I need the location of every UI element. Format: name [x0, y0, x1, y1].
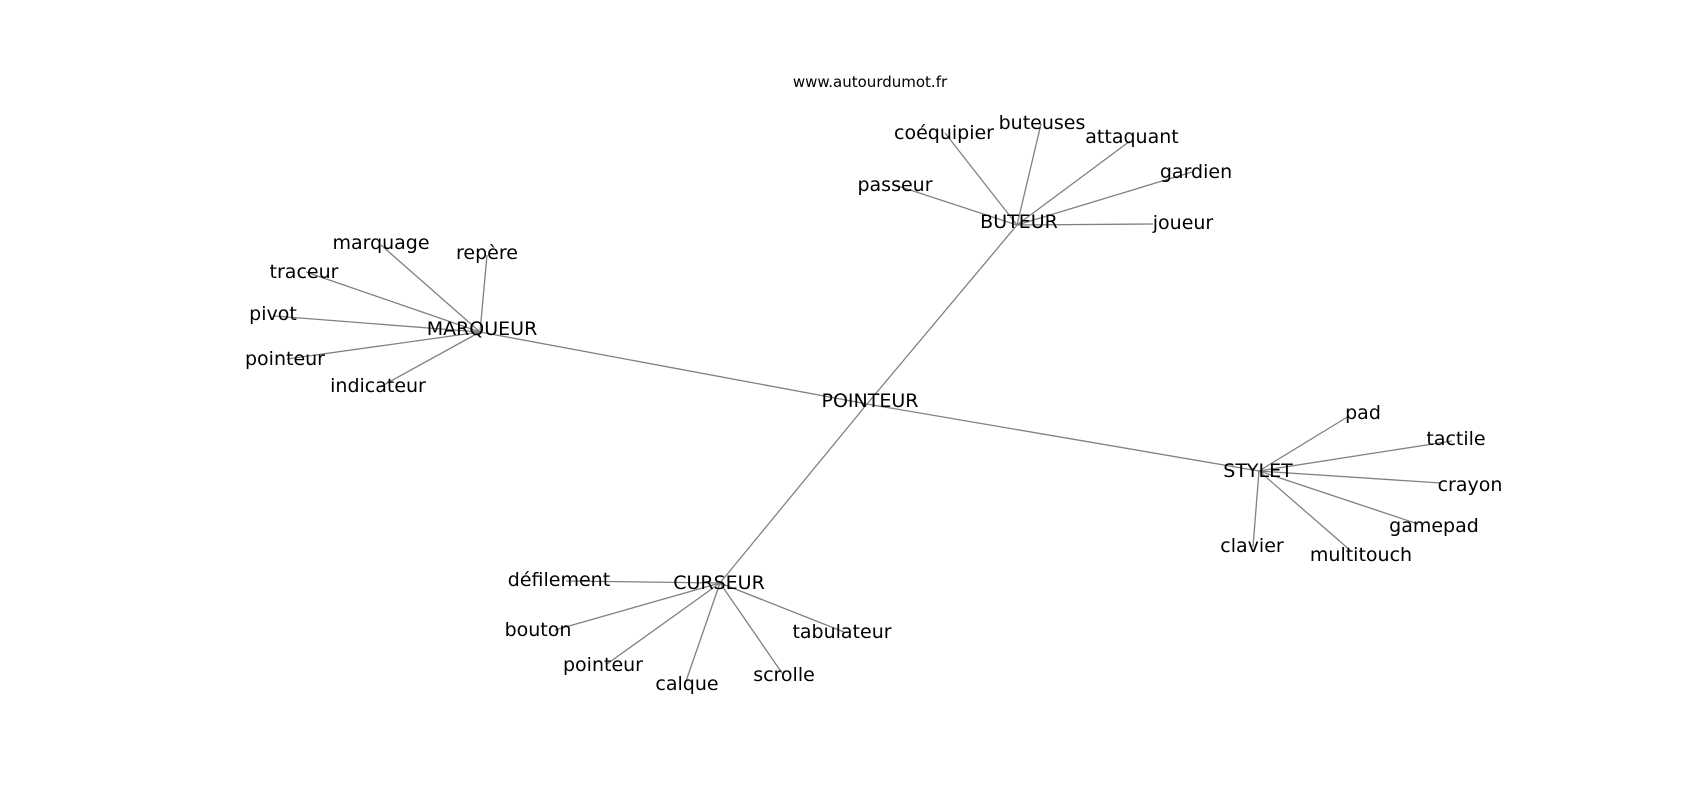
center-node: POINTEUR	[822, 390, 919, 412]
buteur-leaf-label: attaquant	[1085, 126, 1178, 148]
edge-buteur-leaf	[1016, 123, 1042, 226]
stylet-leaf-label: pad	[1345, 402, 1381, 424]
edge-curseur-leaf	[684, 582, 721, 685]
edge-center-buteur	[866, 224, 1018, 405]
buteur-hub-label: BUTEUR	[980, 211, 1058, 233]
marqueur-leaf-label: repère	[456, 242, 518, 264]
buteur-leaf-label: passeur	[857, 174, 932, 196]
edge-stylet-leaf	[1258, 440, 1453, 472]
graph-edges	[273, 123, 1453, 685]
edge-marqueur-leaf	[479, 254, 488, 333]
stylet-leaf-label: multitouch	[1310, 544, 1412, 566]
stylet-leaf-label: clavier	[1220, 535, 1284, 557]
edge-stylet-leaf	[1258, 470, 1442, 484]
stylet-leaf-label: gamepad	[1389, 515, 1479, 537]
edge-buteur-leaf	[1016, 223, 1154, 226]
edge-buteur-leaf	[894, 184, 1018, 226]
edge-buteur-leaf	[1016, 171, 1193, 226]
curseur-hub-label: CURSEUR	[673, 572, 765, 594]
edge-center-curseur	[719, 403, 868, 584]
curseur-leaf-label: défilement	[508, 569, 610, 591]
edge-marqueur-leaf	[286, 331, 481, 360]
edge-buteur-leaf	[944, 132, 1018, 226]
edge-center-stylet	[866, 403, 1260, 472]
edge-curseur-leaf	[565, 580, 721, 584]
edge-curseur-leaf	[554, 582, 721, 631]
edge-curseur-leaf	[719, 582, 845, 633]
edge-buteur-leaf	[1016, 140, 1131, 226]
edge-marqueur-leaf	[379, 331, 481, 388]
curseur-leaf-label: calque	[655, 673, 718, 695]
edge-stylet-leaf	[1258, 470, 1419, 525]
stylet-leaf-label: crayon	[1438, 474, 1503, 496]
edge-stylet-leaf	[1258, 415, 1350, 472]
edge-marqueur-leaf	[273, 315, 481, 333]
marqueur-leaf-label: marquage	[332, 232, 429, 254]
curseur-leaf-label: tabulateur	[792, 621, 891, 643]
buteur-leaf-label: buteuses	[999, 112, 1086, 134]
stylet-hub-label: STYLET	[1223, 460, 1293, 482]
edge-marqueur-leaf	[380, 244, 481, 333]
edge-curseur-leaf	[719, 582, 783, 674]
graph-labels: www.autourdumot.fr POINTEUR passeur coéqu…	[245, 73, 1502, 695]
marqueur-leaf-label: pivot	[249, 303, 297, 325]
source-watermark: www.autourdumot.fr	[793, 73, 948, 91]
marqueur-leaf-label: pointeur	[245, 348, 325, 370]
buteur-leaf-label: gardien	[1160, 161, 1232, 183]
marqueur-leaf-label: indicateur	[330, 375, 426, 397]
curseur-leaf-label: bouton	[505, 619, 572, 641]
edge-marqueur-leaf	[305, 271, 481, 333]
edge-stylet-leaf	[1258, 470, 1352, 552]
stylet-leaf-label: tactile	[1426, 428, 1485, 450]
curseur-leaf-label: pointeur	[563, 654, 643, 676]
edge-center-marqueur	[479, 331, 868, 405]
marqueur-leaf-label: traceur	[270, 261, 339, 283]
edge-stylet-leaf	[1252, 470, 1260, 548]
marqueur-hub-label: MARQUEUR	[427, 318, 538, 340]
edge-curseur-leaf	[606, 582, 721, 665]
buteur-leaf-label: coéquipier	[894, 122, 994, 144]
curseur-leaf-label: scrolle	[753, 664, 815, 686]
buteur-leaf-label: joueur	[1152, 212, 1214, 234]
